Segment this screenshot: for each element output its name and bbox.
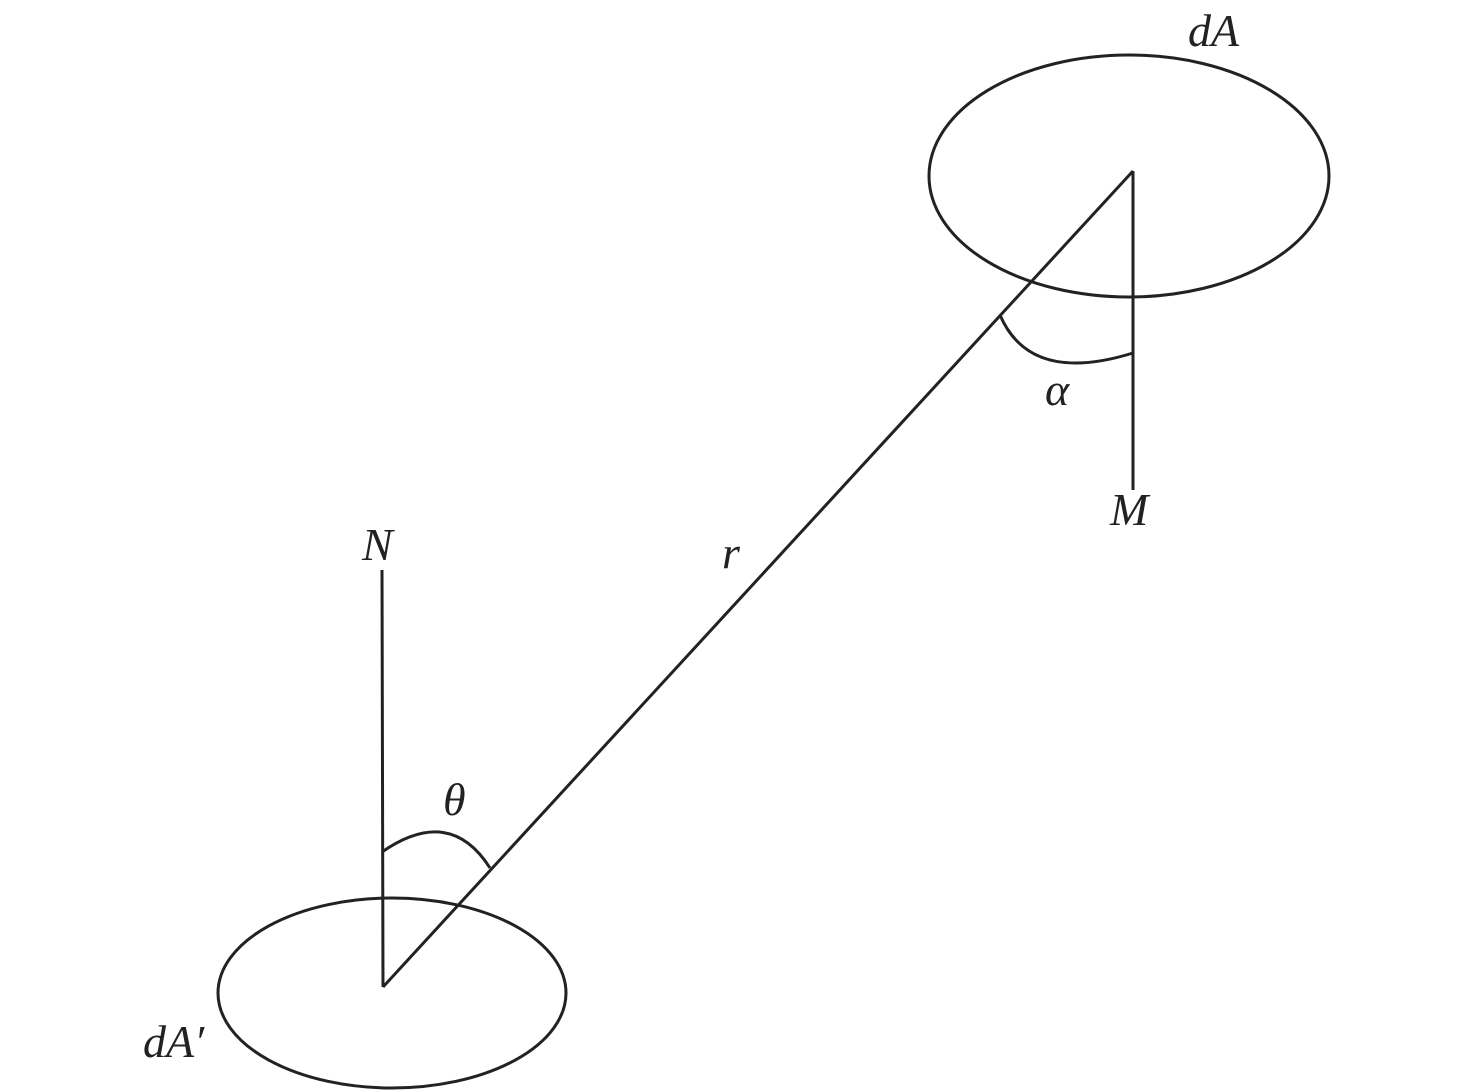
top-surface-ellipse: [927, 53, 1331, 299]
label-M: M: [1109, 484, 1151, 535]
label-r: r: [722, 527, 741, 578]
bottom-surface-ellipse: [216, 896, 568, 1090]
angle-alpha-arc: [998, 314, 1134, 365]
label-alpha: α: [1045, 364, 1070, 415]
label-dA-prime: dA′: [143, 1016, 205, 1067]
distance-line: [381, 169, 1135, 989]
label-theta: θ: [443, 774, 466, 825]
angle-theta-arc: [381, 830, 492, 869]
label-dA: dA: [1188, 5, 1240, 56]
normal-bottom-line: [380, 569, 385, 988]
label-N: N: [361, 519, 395, 570]
